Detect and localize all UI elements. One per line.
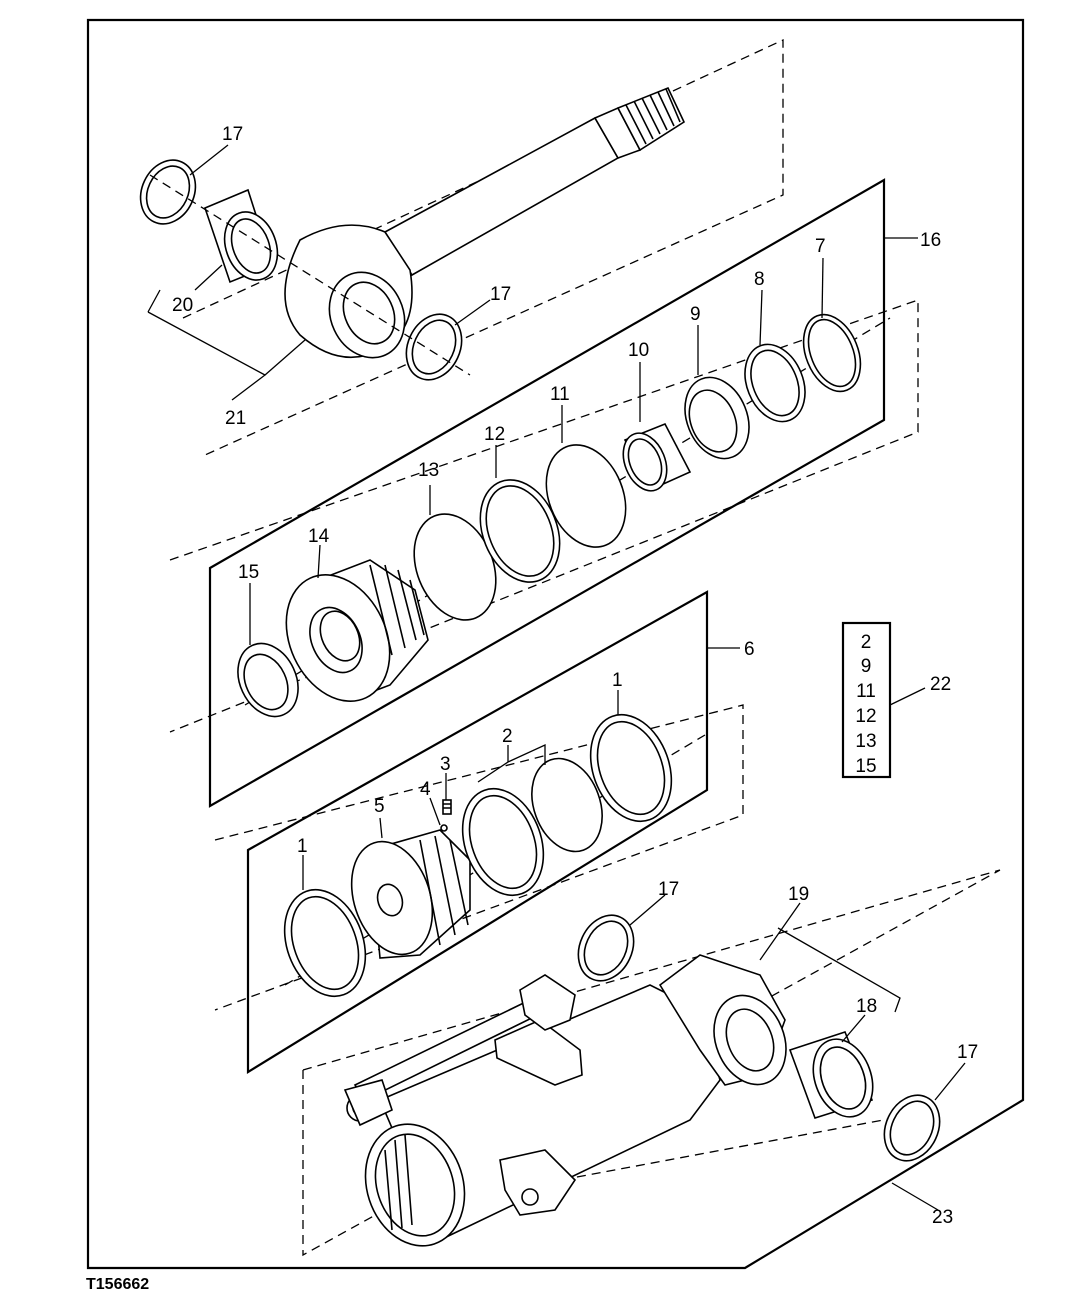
piston-rod-assembly — [139, 38, 784, 456]
kit-22-list: 2 9 11 12 13 15 — [841, 621, 926, 779]
outer-frame — [86, 18, 1025, 1270]
wiper-9 — [684, 376, 750, 460]
kit-list-item: 11 — [856, 681, 876, 702]
snap-ring-17-bottom — [883, 1094, 941, 1162]
callout-1: 1 — [612, 670, 623, 691]
callout-10: 10 — [628, 340, 649, 361]
port-fitting-lower — [499, 1149, 577, 1216]
figure-id: T156662 — [86, 1276, 149, 1293]
rod-threads — [616, 86, 686, 152]
set-screw-3 — [442, 799, 452, 815]
callout-11: 11 — [550, 384, 570, 405]
callout-14: 14 — [308, 526, 330, 547]
kit-list-item: 15 — [855, 756, 876, 777]
piston-rod — [383, 116, 620, 277]
callout-12: 12 — [484, 424, 505, 445]
kit-list-item: 12 — [855, 706, 876, 727]
callout-7: 7 — [815, 236, 826, 257]
cylinder-barrel-assembly — [302, 869, 1001, 1257]
callout-labels: 17 20 21 17 16 7 8 9 10 11 12 13 14 15 6… — [172, 124, 978, 1228]
leader-lines — [147, 144, 966, 1211]
rod-eye — [284, 224, 413, 359]
callout-18: 18 — [856, 996, 877, 1017]
cylinder-eye — [658, 954, 787, 1086]
seal-15 — [237, 642, 299, 718]
callout-17: 17 — [222, 124, 243, 145]
callout-17: 17 — [490, 284, 511, 305]
callout-1: 1 — [297, 836, 308, 857]
callout-22: 22 — [930, 674, 951, 695]
callout-5: 5 — [374, 796, 385, 817]
callout-17: 17 — [957, 1042, 978, 1063]
snap-ring-17-top — [139, 159, 197, 225]
kit-list-item: 13 — [855, 731, 876, 752]
callout-21: 21 — [225, 408, 246, 429]
snap-ring-17-barrel — [577, 914, 635, 982]
bushing-10 — [622, 422, 692, 492]
callout-8: 8 — [754, 269, 765, 290]
kit-16-box — [169, 178, 919, 808]
kit-list-item: 9 — [861, 656, 872, 677]
callout-20: 20 — [172, 295, 193, 316]
bushing-18 — [788, 1031, 874, 1119]
callout-9: 9 — [690, 304, 701, 325]
callout-17: 17 — [658, 879, 679, 900]
gland-14 — [285, 559, 429, 702]
piston-5 — [350, 829, 471, 959]
ball-4 — [440, 824, 448, 832]
callout-23: 23 — [932, 1207, 953, 1228]
ring-11 — [545, 444, 627, 548]
callout-6: 6 — [744, 639, 755, 660]
callout-3: 3 — [440, 754, 451, 775]
bushing-20 — [204, 188, 279, 284]
kit-6-box — [214, 590, 744, 1074]
seal-2-inner — [531, 757, 603, 853]
callout-19: 19 — [788, 884, 809, 905]
callout-15: 15 — [238, 562, 259, 583]
callout-13: 13 — [418, 460, 439, 481]
kit-list-item: 2 — [861, 632, 872, 653]
callout-16: 16 — [920, 230, 941, 251]
callout-2: 2 — [502, 726, 513, 747]
callout-4: 4 — [420, 779, 431, 800]
